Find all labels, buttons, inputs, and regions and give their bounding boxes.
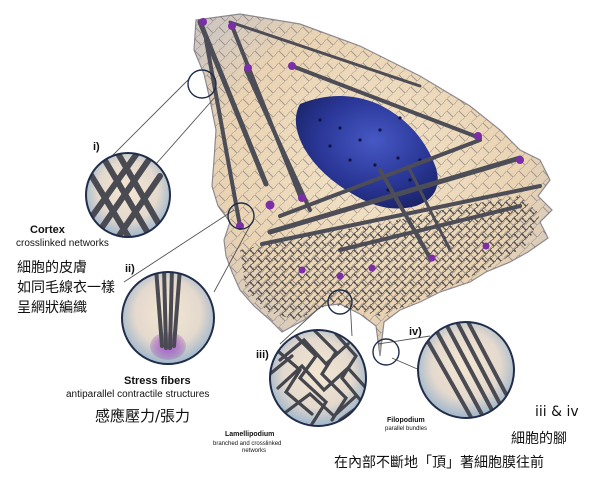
feet-note-line1: iii & iv xyxy=(535,404,579,420)
lens-lamellipodium xyxy=(270,330,366,426)
lamellipodium-subtitle-line1: branched and crosslinked xyxy=(213,441,281,447)
lens-stress-fiber xyxy=(122,268,214,364)
cortex-zh-line1: 細胞的皮膚 xyxy=(17,257,87,277)
marker-iii: iii) xyxy=(256,349,269,361)
feet-note-line2: 細胞的腳 xyxy=(511,428,567,448)
cortex-zh-line3: 呈網狀編織 xyxy=(17,297,87,317)
lens-filopodium xyxy=(418,318,514,426)
marker-iv: iv) xyxy=(409,326,422,338)
marker-ii: ii) xyxy=(125,263,135,275)
stress-fibers-zh: 感應壓力/張力 xyxy=(95,405,190,426)
stress-fibers-title: Stress fibers xyxy=(124,375,191,387)
lamellipodium-title: Lamellipodium xyxy=(225,431,274,438)
lens-cortex xyxy=(86,150,170,246)
cortex-title: Cortex xyxy=(30,224,65,236)
cortex-subtitle: crosslinked networks xyxy=(16,238,109,249)
cortex-zh-line2: 如同毛線衣一樣 xyxy=(17,277,115,297)
feet-note-line3: 在內部不斷地「頂」著細胞膜往前 xyxy=(334,452,544,472)
lamellipodium-subtitle-line2: networks xyxy=(242,448,266,454)
filopodium-subtitle: parallel bundles xyxy=(385,426,427,432)
marker-i: i) xyxy=(93,141,100,153)
stress-fibers-subtitle: antiparallel contractile structures xyxy=(66,389,209,400)
filopodium-title: Filopodium xyxy=(387,417,425,424)
